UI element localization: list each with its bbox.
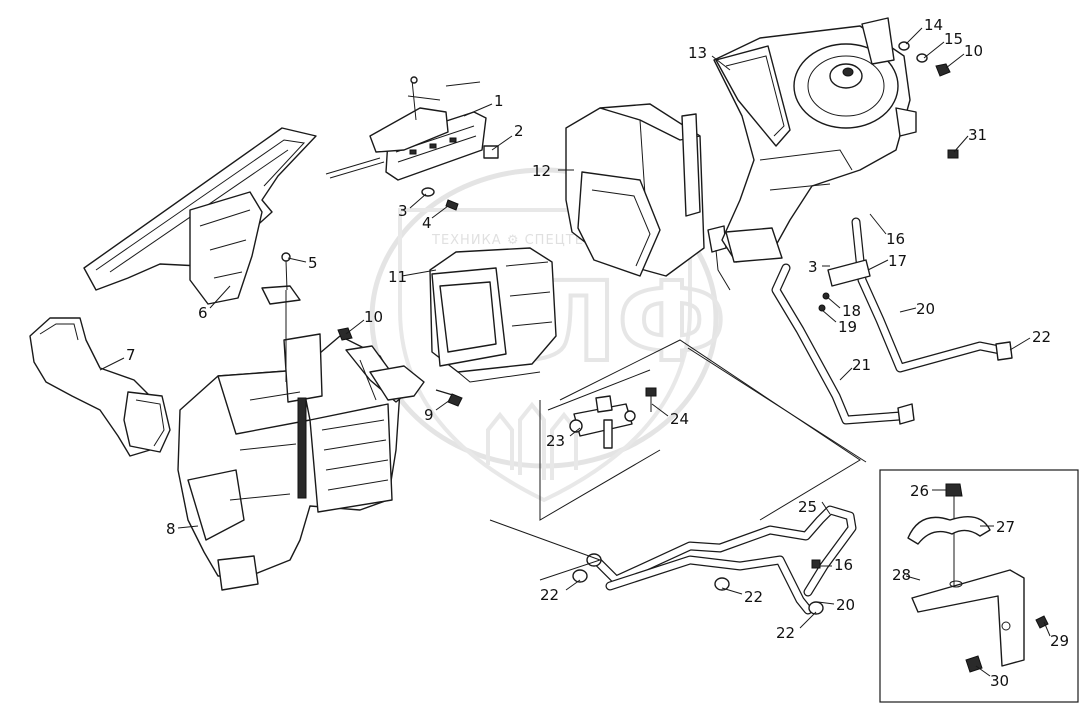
callout-13: 13	[688, 44, 707, 62]
callout-3: 3	[398, 202, 408, 220]
part-2-clip	[483, 145, 499, 159]
callout-16-top: 16	[886, 230, 905, 248]
callout-14: 14	[924, 16, 943, 34]
callout-6: 6	[198, 304, 208, 322]
callout-9: 9	[424, 406, 434, 424]
pipes-20-21	[771, 217, 1013, 425]
callout-4: 4	[422, 214, 432, 232]
callout-22-right: 22	[1032, 328, 1051, 346]
part-10-nut	[337, 327, 353, 341]
hose-25	[572, 505, 857, 615]
callout-10-left: 10	[364, 308, 383, 326]
callout-30: 30	[990, 672, 1009, 690]
part-31-screw	[947, 149, 959, 159]
callout-23: 23	[546, 432, 565, 450]
heater-core-11	[429, 247, 557, 383]
evaporator-housing-12	[565, 103, 731, 291]
valve-23	[569, 395, 636, 449]
callout-22-middle: 22	[744, 588, 763, 606]
detail-inset-box	[879, 469, 1079, 703]
callout-3-right: 3	[808, 258, 818, 276]
callout-29: 29	[1050, 632, 1069, 650]
callout-16-bottom: 16	[834, 556, 853, 574]
callout-5: 5	[308, 254, 318, 272]
part-5-screw	[281, 252, 291, 291]
air-duct-6	[83, 127, 317, 305]
callout-2: 2	[514, 122, 524, 140]
callout-11: 11	[388, 268, 407, 286]
callout-28: 28	[892, 566, 911, 584]
callout-10-right: 10	[964, 42, 983, 60]
hvac-housing-8	[177, 333, 425, 591]
callout-18: 18	[842, 302, 861, 320]
part-9-screw	[435, 389, 463, 407]
part-24-screw	[645, 387, 657, 412]
callout-15: 15	[944, 30, 963, 48]
part-3-washer	[421, 187, 435, 197]
callout-21: 21	[852, 356, 871, 374]
callout-20-top: 20	[916, 300, 935, 318]
callout-17: 17	[888, 252, 907, 270]
callout-26: 26	[910, 482, 929, 500]
callout-leaders	[99, 27, 1051, 677]
blower-unit-13	[713, 17, 917, 263]
callout-19: 19	[838, 318, 857, 336]
callout-20-bottom: 20	[836, 596, 855, 614]
callout-1: 1	[494, 92, 504, 110]
callout-22-left: 22	[540, 586, 559, 604]
callout-24: 24	[670, 410, 689, 428]
callout-7: 7	[126, 346, 136, 364]
callout-27: 27	[996, 518, 1015, 536]
part-4-screw	[445, 199, 459, 211]
callout-31: 31	[968, 126, 987, 144]
control-panel-1	[325, 76, 487, 181]
callout-12: 12	[532, 162, 551, 180]
callout-22-bottom: 22	[776, 624, 795, 642]
callout-8: 8	[166, 520, 176, 538]
duct-7	[29, 317, 171, 457]
callout-labels: 1 2 3 4 5 6 7 8 9 10 11 12 13 14 15 10 3…	[126, 16, 1069, 690]
callout-25: 25	[798, 498, 817, 516]
assembly-guide-lines	[285, 290, 867, 581]
